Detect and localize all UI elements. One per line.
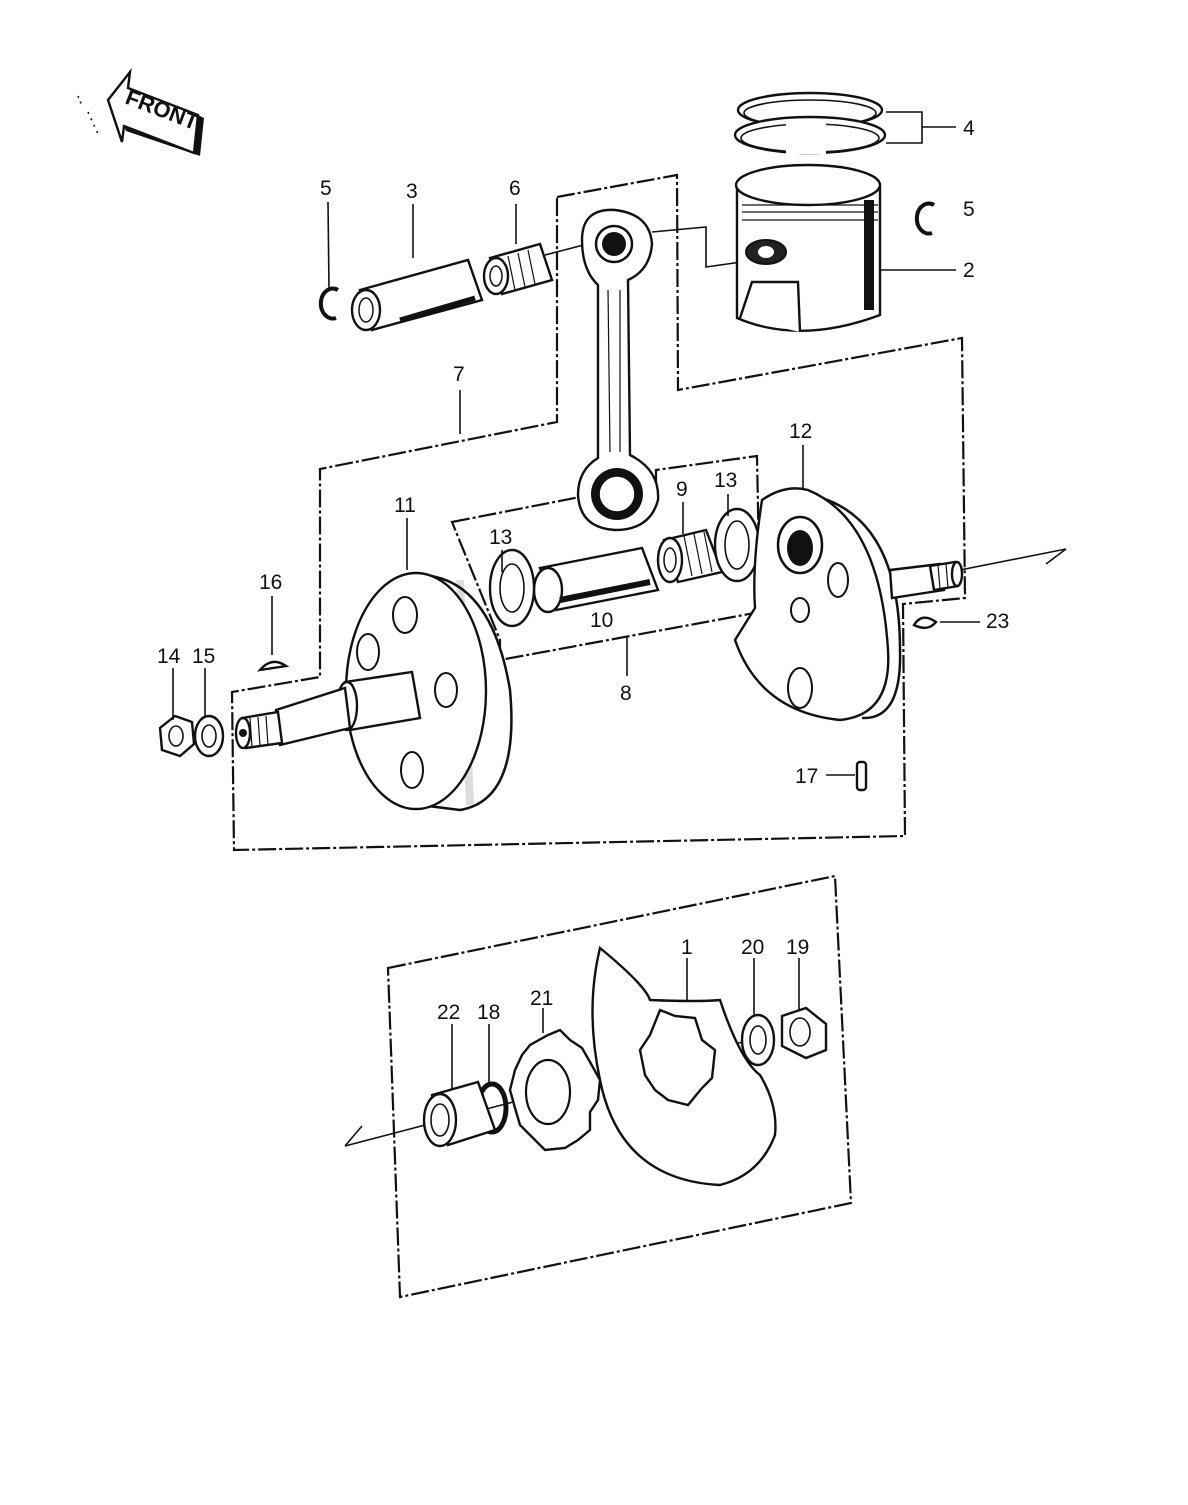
callout-7: 7: [453, 363, 465, 386]
woodruff-key-right: [912, 616, 938, 630]
dowel-pin: [855, 760, 868, 792]
callout-1: 1: [681, 936, 693, 959]
callout-4: 4: [963, 117, 975, 140]
crankshaft-left-shaft: [234, 670, 422, 750]
callout-15: 15: [192, 645, 215, 668]
connecting-rod: [576, 208, 660, 532]
circlip-left: [318, 286, 340, 321]
callout-13-left: 13: [489, 526, 512, 549]
piston: [734, 163, 882, 333]
crankshaft-right-shaft: [888, 560, 964, 600]
crankshaft-assembly-frame: [230, 173, 967, 852]
small-end-bearing: [482, 242, 554, 296]
crank-pin: [532, 546, 660, 614]
crank-plate: [591, 945, 777, 1187]
callout-11: 11: [394, 494, 416, 517]
woodruff-key-left: [256, 660, 290, 672]
callout-3: 3: [406, 180, 418, 203]
callout-6: 6: [509, 177, 521, 200]
thrust-washer-left: [488, 548, 536, 628]
callout-22: 22: [437, 1001, 460, 1024]
crank-nut: [158, 714, 196, 758]
callout-20: 20: [741, 936, 764, 959]
callout-14: 14: [157, 645, 181, 668]
sprocket-nut: [780, 1006, 828, 1060]
big-end-bearing: [656, 528, 724, 584]
front-arrow: FRONT: [77, 67, 204, 156]
piston-rings: [733, 91, 887, 155]
callout-18: 18: [477, 1001, 500, 1024]
callout-13-right: 13: [714, 469, 737, 492]
callout-12: 12: [789, 420, 812, 443]
crank-half-left: [344, 571, 513, 812]
callout-5-left: 5: [320, 177, 332, 200]
callouts: 1 2 3 4 5 5 6 7 8 9 10 11 12 13 13 14 15…: [157, 117, 1009, 1024]
crank-washer: [193, 714, 225, 758]
callout-10: 10: [590, 609, 613, 632]
lower-assembly-frame: [386, 874, 853, 1299]
lock-washer: [740, 1013, 776, 1067]
leader-lines: [172, 111, 980, 1090]
circlip-right: [914, 201, 936, 236]
crank-half-right: [733, 487, 902, 722]
callout-19: 19: [786, 936, 809, 959]
thrust-washer-right: [713, 507, 761, 583]
callout-17: 17: [795, 765, 818, 788]
gear: [508, 1028, 602, 1152]
callout-23: 23: [986, 610, 1009, 633]
callout-8: 8: [620, 682, 632, 705]
callout-5-right: 5: [963, 198, 975, 221]
callout-21: 21: [530, 987, 553, 1010]
callout-9: 9: [676, 478, 688, 501]
callout-16: 16: [259, 571, 282, 594]
collar: [422, 1080, 497, 1148]
piston-pin: [350, 258, 484, 332]
callout-2: 2: [963, 259, 975, 282]
